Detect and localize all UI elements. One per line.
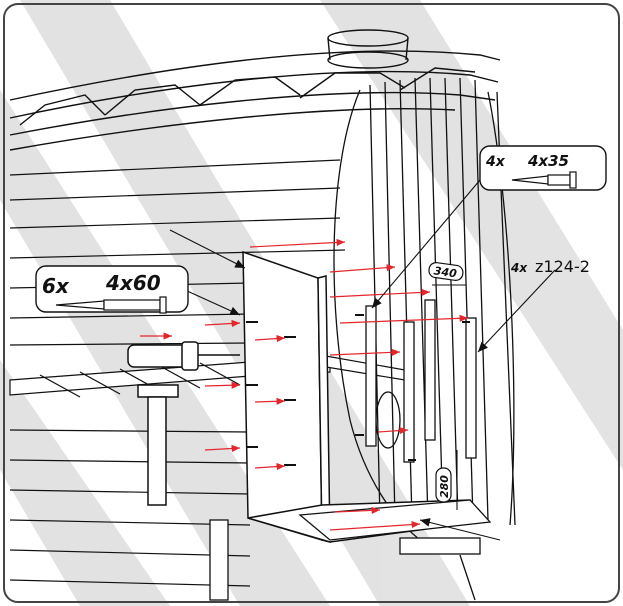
screw-marks xyxy=(246,314,470,466)
callout-screw-large: 6x 4x60 xyxy=(35,265,189,314)
callout-screw-small: 4x 4x35 xyxy=(479,145,607,191)
floor xyxy=(209,499,492,601)
part-label: 4x z124-2 xyxy=(510,257,590,276)
callout-large-qty: 6x xyxy=(42,274,70,298)
screw-icon xyxy=(55,296,167,314)
part-code: z124-2 xyxy=(535,257,590,276)
insertion-arrows xyxy=(140,238,469,531)
callout-large-size: 4x60 xyxy=(105,271,161,295)
dimension-spacing-value: 340 xyxy=(433,264,458,280)
dimension-height-value: 280 xyxy=(438,475,451,498)
screw-icon xyxy=(511,171,577,189)
roof xyxy=(9,29,501,151)
callout-small-qty: 4x xyxy=(485,154,506,170)
dimension-spacing: 340 xyxy=(428,262,464,281)
part-qty: 4x xyxy=(510,261,528,275)
bench xyxy=(9,354,406,398)
dimension-height: 280 xyxy=(435,467,452,503)
clamp-icon xyxy=(127,341,240,506)
battens xyxy=(365,299,477,463)
callout-small-size: 4x35 xyxy=(527,152,569,170)
frame xyxy=(3,3,620,603)
leader-lines xyxy=(169,179,556,541)
